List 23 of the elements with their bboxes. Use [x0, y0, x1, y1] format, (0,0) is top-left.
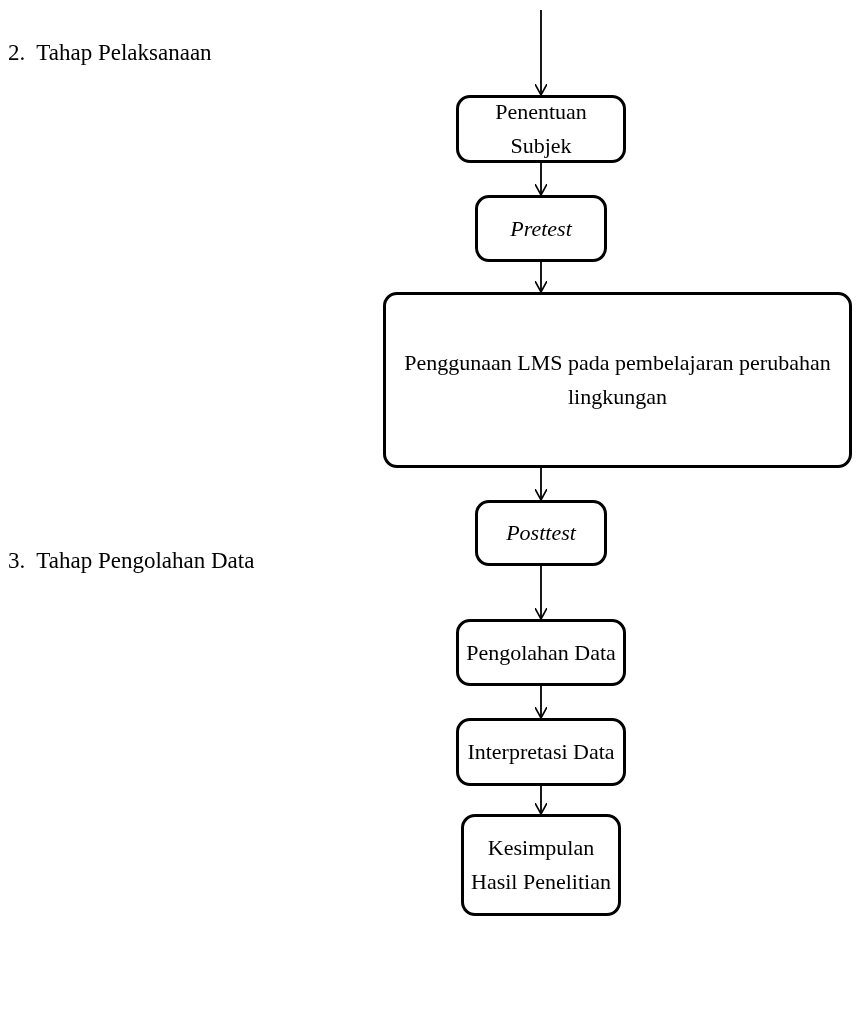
- box-text: Posttest: [506, 519, 576, 547]
- process-box: [461, 814, 621, 916]
- box-text: Interpretasi Data: [467, 738, 615, 766]
- process-box: [456, 619, 626, 686]
- process-box: [456, 95, 626, 163]
- arrow: [534, 9, 548, 96]
- arrow: [534, 785, 548, 815]
- process-box: [383, 292, 852, 468]
- process-box: [475, 195, 607, 262]
- stage-heading: 3. Tahap Pengolahan Data: [8, 548, 255, 574]
- box-text: Penentuan Subjek: [494, 98, 588, 160]
- arrow: [534, 565, 548, 620]
- arrow: [534, 162, 548, 196]
- stage-heading: 2. Tahap Pelaksanaan: [8, 40, 212, 66]
- box-text: Kesimpulan Hasil Penelitian: [470, 834, 612, 896]
- box-text: Penggunaan LMS pada pembelajaran perubahan lingkungan: [403, 349, 832, 411]
- process-box: [475, 500, 607, 566]
- arrow: [534, 467, 548, 501]
- arrow: [534, 685, 548, 719]
- arrow: [534, 261, 548, 293]
- box-text: Pretest: [510, 214, 572, 243]
- process-box: [456, 718, 626, 786]
- box-text: Pengolahan Data: [466, 638, 616, 667]
